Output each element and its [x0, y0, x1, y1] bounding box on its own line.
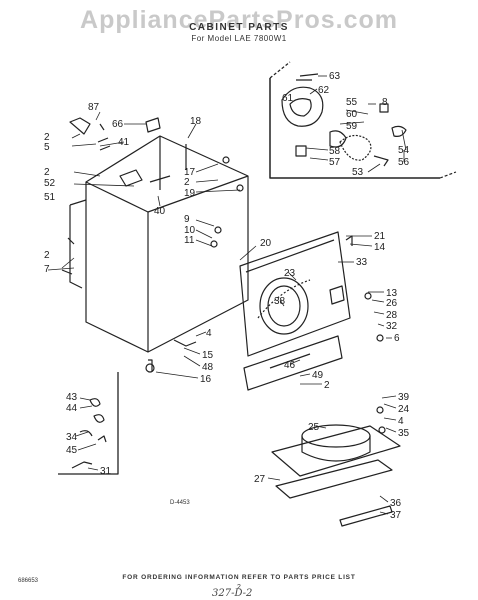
callout-87: 87 [88, 102, 100, 113]
ordering-instruction: FOR ORDERING INFORMATION REFER TO PARTS … [122, 574, 356, 581]
callout-55: 55 [346, 97, 358, 108]
callout-2-side: 2 [44, 250, 50, 261]
callout-2-toe: 2 [324, 380, 330, 391]
callout-35: 35 [398, 428, 410, 439]
callout-53: 53 [352, 167, 364, 178]
callout-46: 46 [284, 360, 296, 371]
callout-8: 8 [382, 97, 388, 108]
callout-39: 39 [398, 392, 410, 403]
callout-25: 25 [308, 422, 320, 433]
callout-48: 48 [202, 362, 214, 373]
callout-24: 24 [398, 404, 410, 415]
callout-37: 37 [390, 510, 402, 521]
fasteners [61, 117, 386, 434]
callout-44: 44 [66, 403, 78, 414]
document-number: 686653 [18, 578, 39, 584]
callout-38: 38 [274, 296, 286, 307]
callout-56: 56 [398, 157, 410, 168]
callout-20: 20 [260, 238, 272, 249]
model-label: For Model LAE 7800W1 [191, 34, 287, 43]
callout-19: 19 [184, 188, 196, 199]
callout-61: 61 [282, 93, 294, 104]
callout-58: 58 [329, 146, 341, 157]
diagram-title: CABINET PARTS [189, 22, 289, 33]
callout-26: 26 [386, 298, 398, 309]
callout-63: 63 [329, 71, 341, 82]
callout-60: 60 [346, 109, 358, 120]
callout-32: 32 [386, 321, 398, 332]
callout-14: 14 [374, 242, 386, 253]
callout-40: 40 [154, 206, 166, 217]
callout-57: 57 [329, 157, 341, 168]
callout-54: 54 [398, 145, 410, 156]
front-panel [239, 231, 351, 357]
callout-62: 62 [318, 85, 330, 96]
callout-34: 34 [66, 432, 78, 443]
handwritten-note: 327-D-2 [212, 588, 253, 599]
page-number: 2 [237, 584, 241, 591]
callout-5: 5 [44, 142, 50, 153]
callout-59: 59 [346, 121, 358, 132]
callout-51: 51 [44, 192, 56, 203]
callout-2-top: 2 [44, 132, 50, 143]
toe-panel [243, 335, 343, 391]
callout-17: 17 [184, 167, 196, 178]
callout-2-mid: 2 [184, 177, 190, 188]
callout-7: 7 [44, 264, 50, 275]
base-assembly [271, 424, 401, 527]
callout-labels: 63 62 61 55 8 60 59 58 57 54 56 53 87 66… [44, 71, 410, 521]
callout-6: 6 [394, 333, 400, 344]
callout-4-mid: 4 [206, 328, 212, 339]
cabinet [69, 135, 249, 353]
callout-23: 23 [284, 268, 296, 279]
callout-4-base: 4 [398, 416, 404, 427]
callout-27: 27 [254, 474, 266, 485]
callout-45: 45 [66, 445, 78, 456]
callout-52: 52 [44, 178, 56, 189]
callout-2-left: 2 [44, 167, 50, 178]
leader-lines [47, 75, 407, 515]
callout-15: 15 [202, 350, 214, 361]
callout-66: 66 [112, 119, 124, 130]
callout-41: 41 [118, 137, 130, 148]
watermark: AppliancePartsPros.com [80, 6, 398, 34]
diagram-code: D-4453 [170, 500, 190, 506]
callout-33: 33 [356, 257, 368, 268]
callout-13: 13 [386, 288, 398, 299]
callout-16: 16 [200, 374, 212, 385]
callout-10: 10 [184, 225, 196, 236]
callout-11: 11 [184, 235, 195, 246]
callout-28: 28 [386, 310, 398, 321]
callout-43: 43 [66, 392, 78, 403]
callout-36: 36 [390, 498, 402, 509]
callout-21: 21 [374, 231, 386, 242]
callout-49: 49 [312, 370, 324, 381]
callout-9: 9 [184, 214, 190, 225]
small-parts-panel [58, 372, 119, 475]
callout-18: 18 [190, 116, 202, 127]
callout-31: 31 [100, 466, 112, 477]
inset-panel [269, 61, 457, 179]
